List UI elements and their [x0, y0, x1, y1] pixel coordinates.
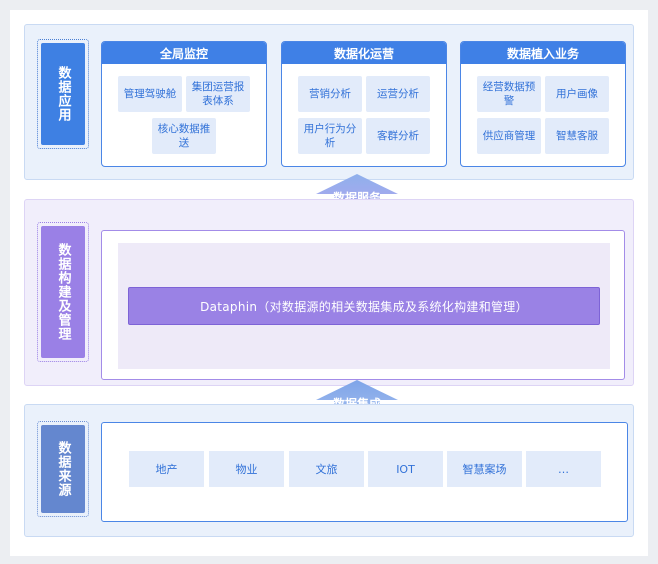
- global-monitoring-panel: 全局监控 管理驾驶舱 集团运营报表体系 核心数据推送: [101, 41, 267, 167]
- build-side-tag: 数据构建及管理: [37, 222, 89, 362]
- panel-cell: 客群分析: [366, 118, 430, 154]
- panel-title: 数据植入业务: [461, 42, 625, 64]
- panel-cell: 用户行为分析: [298, 118, 362, 154]
- source-item: IOT: [368, 451, 443, 487]
- panel-cell: 供应商管理: [477, 118, 541, 154]
- panel-cell: 用户画像: [545, 76, 609, 112]
- application-side-label: 数据应用: [41, 43, 85, 145]
- panel-cell: 营销分析: [298, 76, 362, 112]
- build-container: Dataphin（对数据源的相关数据集成及系统化构建和管理）: [101, 230, 625, 380]
- source-item: 物业: [209, 451, 284, 487]
- source-item: 地产: [129, 451, 204, 487]
- panel-cell: 运营分析: [366, 76, 430, 112]
- panel-cell: 经营数据预警: [477, 76, 541, 112]
- dataphin-bar: Dataphin（对数据源的相关数据集成及系统化构建和管理）: [128, 287, 600, 325]
- data-application-layer: 数据应用 全局监控 管理驾驶舱 集团运营报表体系 核心数据推送 数据化运营 营销…: [24, 24, 634, 180]
- build-side-label: 数据构建及管理: [41, 226, 85, 358]
- panel-cell: 管理驾驶舱: [118, 76, 182, 112]
- application-side-tag: 数据应用: [37, 39, 89, 149]
- source-container: 地产 物业 文旅 IOT 智慧案场 …: [101, 422, 628, 522]
- data-build-layer: 数据构建及管理 Dataphin（对数据源的相关数据集成及系统化构建和管理）: [24, 199, 634, 386]
- source-side-label: 数据来源: [41, 425, 85, 513]
- data-operation-panel: 数据化运营 营销分析 运营分析 用户行为分析 客群分析: [281, 41, 447, 167]
- panel-cell: 集团运营报表体系: [186, 76, 250, 112]
- source-item: 智慧案场: [447, 451, 522, 487]
- source-item: 文旅: [289, 451, 364, 487]
- panel-cell: 核心数据推送: [152, 118, 216, 154]
- business-embedding-panel: 数据植入业务 经营数据预警 用户画像 供应商管理 智慧客服: [460, 41, 626, 167]
- panel-title: 数据化运营: [282, 42, 446, 64]
- source-side-tag: 数据来源: [37, 421, 89, 517]
- architecture-diagram: 数据应用 全局监控 管理驾驶舱 集团运营报表体系 核心数据推送 数据化运营 营销…: [10, 10, 648, 556]
- panel-cell: 智慧客服: [545, 118, 609, 154]
- source-item: …: [526, 451, 601, 487]
- data-source-layer: 数据来源 地产 物业 文旅 IOT 智慧案场 …: [24, 404, 634, 537]
- panel-title: 全局监控: [102, 42, 266, 64]
